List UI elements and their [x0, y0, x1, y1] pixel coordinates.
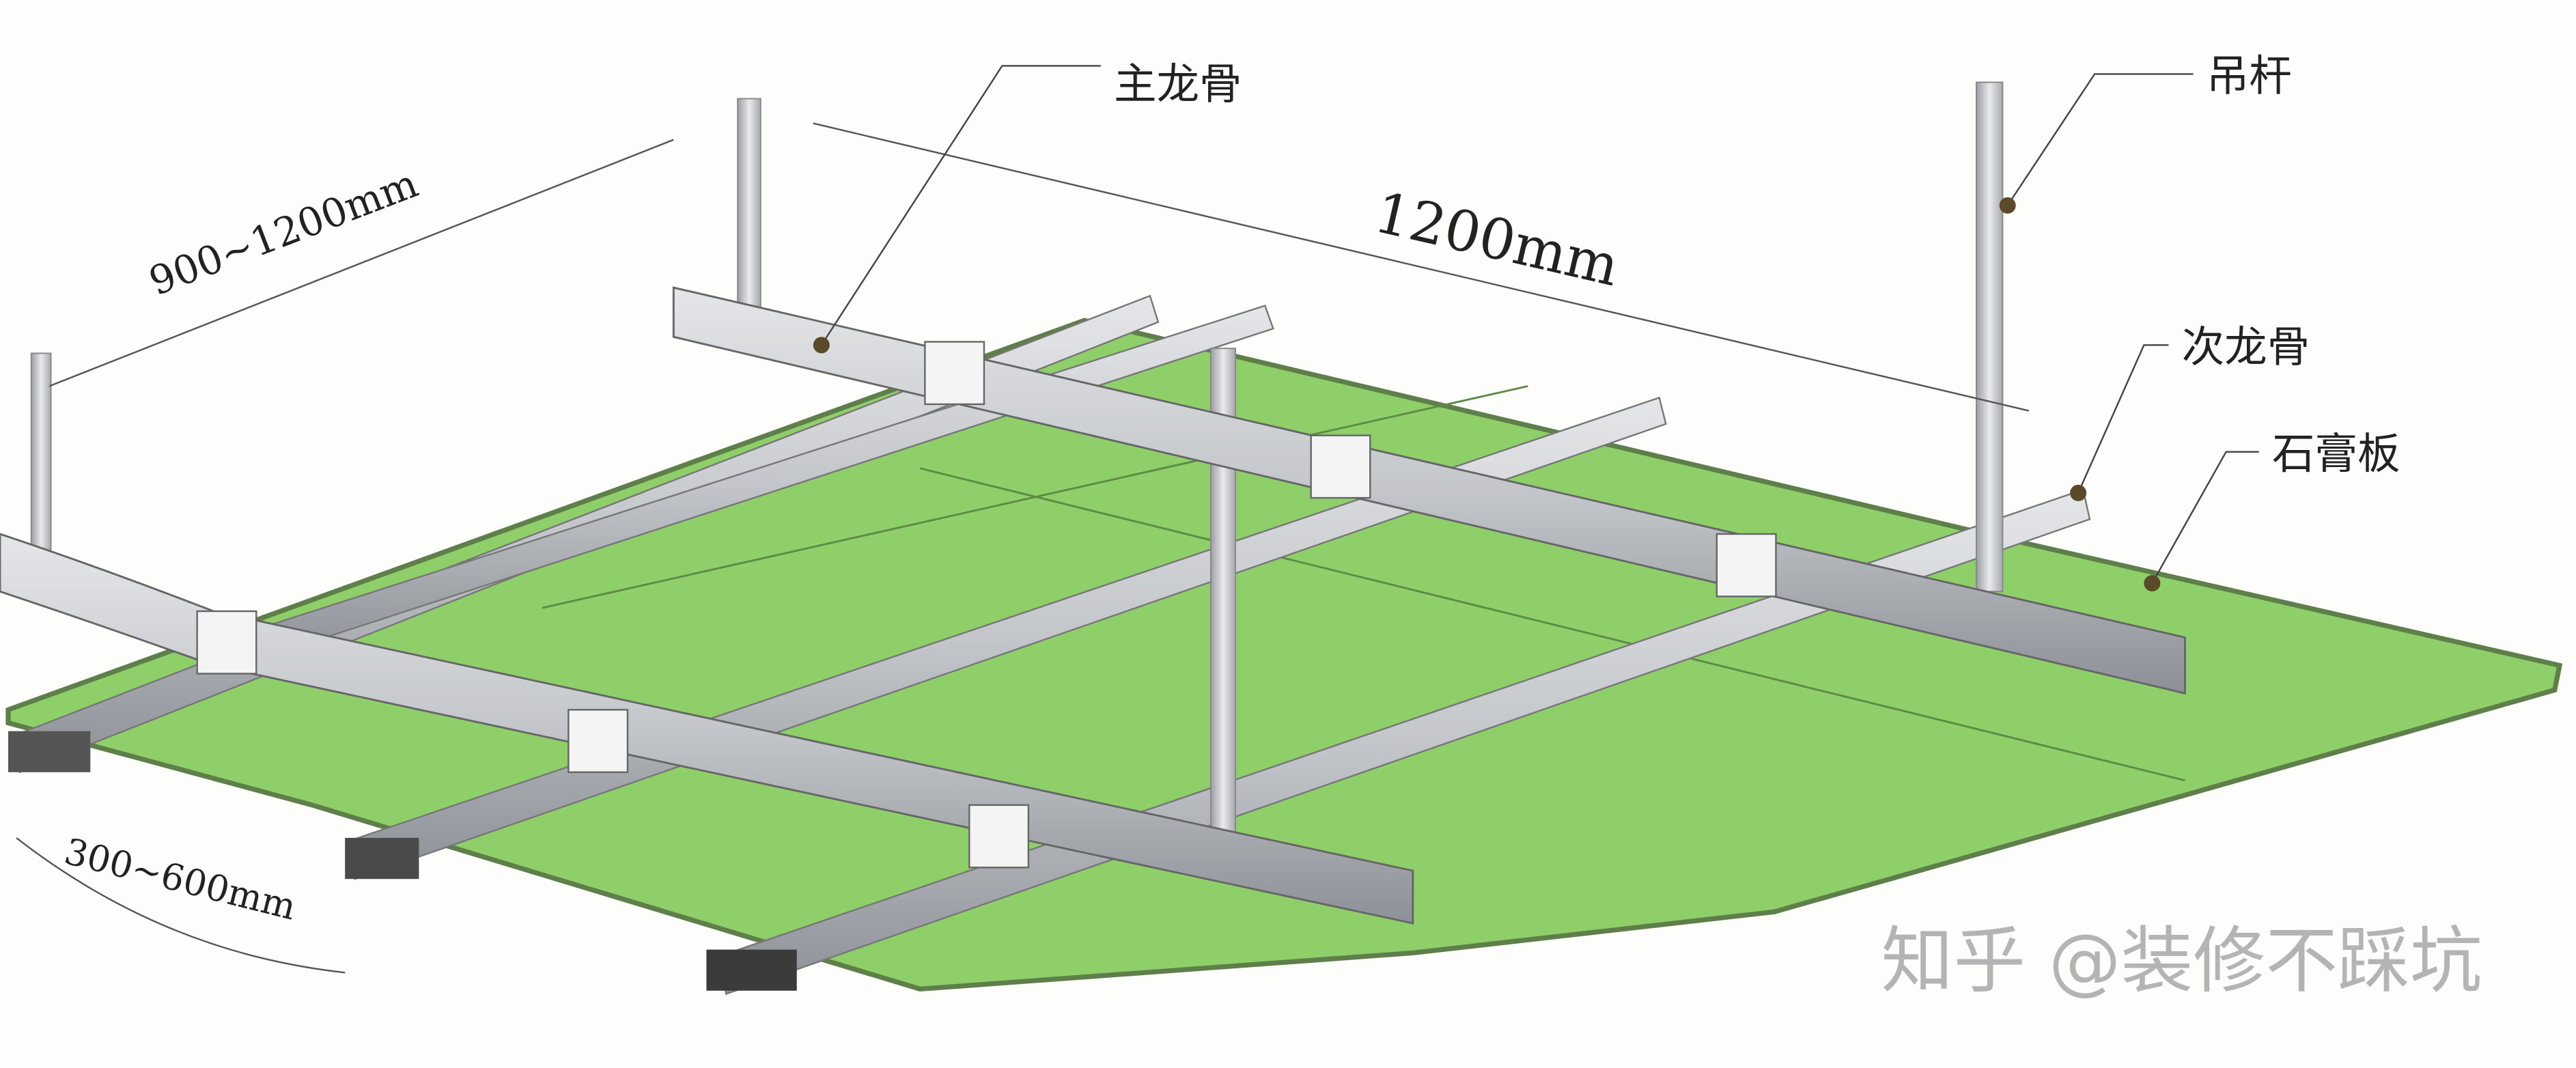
leader-dot — [2144, 575, 2161, 592]
leader-dot — [1999, 197, 2016, 214]
clip — [1716, 533, 1777, 598]
runner-end — [8, 731, 91, 772]
main-runner — [672, 286, 2186, 695]
leader-dot — [813, 337, 830, 354]
dimension-lines — [16, 122, 2030, 974]
leader-dot — [2070, 484, 2087, 501]
gypsum-board — [5, 318, 2563, 992]
clip — [924, 341, 985, 406]
watermark: 知乎 @装修不踩坑 — [1881, 919, 2482, 1003]
board-seams — [542, 385, 2185, 782]
clip — [568, 709, 629, 774]
runner-end — [706, 949, 797, 991]
dimension-hanger-spacing: 900~1200mm — [143, 160, 424, 305]
clip — [196, 610, 257, 675]
runner-end — [345, 838, 419, 880]
hanger-rod — [30, 352, 52, 560]
clip — [968, 804, 1030, 869]
hanger-rod — [737, 98, 761, 330]
label-main-runner: 主龙骨 — [1114, 59, 1242, 109]
label-gypsum-board: 石膏板 — [2272, 429, 2400, 479]
label-hanger-rod: 吊杆 — [2207, 51, 2292, 100]
main-runners — [0, 286, 2186, 925]
leader-lines — [820, 65, 2259, 584]
clips — [196, 341, 1777, 869]
clip — [1310, 434, 1371, 499]
label-secondary-runner: 次龙骨 — [2182, 322, 2310, 371]
dimension-secondary-spacing: 300~600mm — [60, 831, 300, 929]
hanger-rod — [1975, 81, 2004, 593]
dimension-main-spacing: 1200mm — [1369, 180, 1625, 299]
main-runner — [0, 533, 1414, 925]
